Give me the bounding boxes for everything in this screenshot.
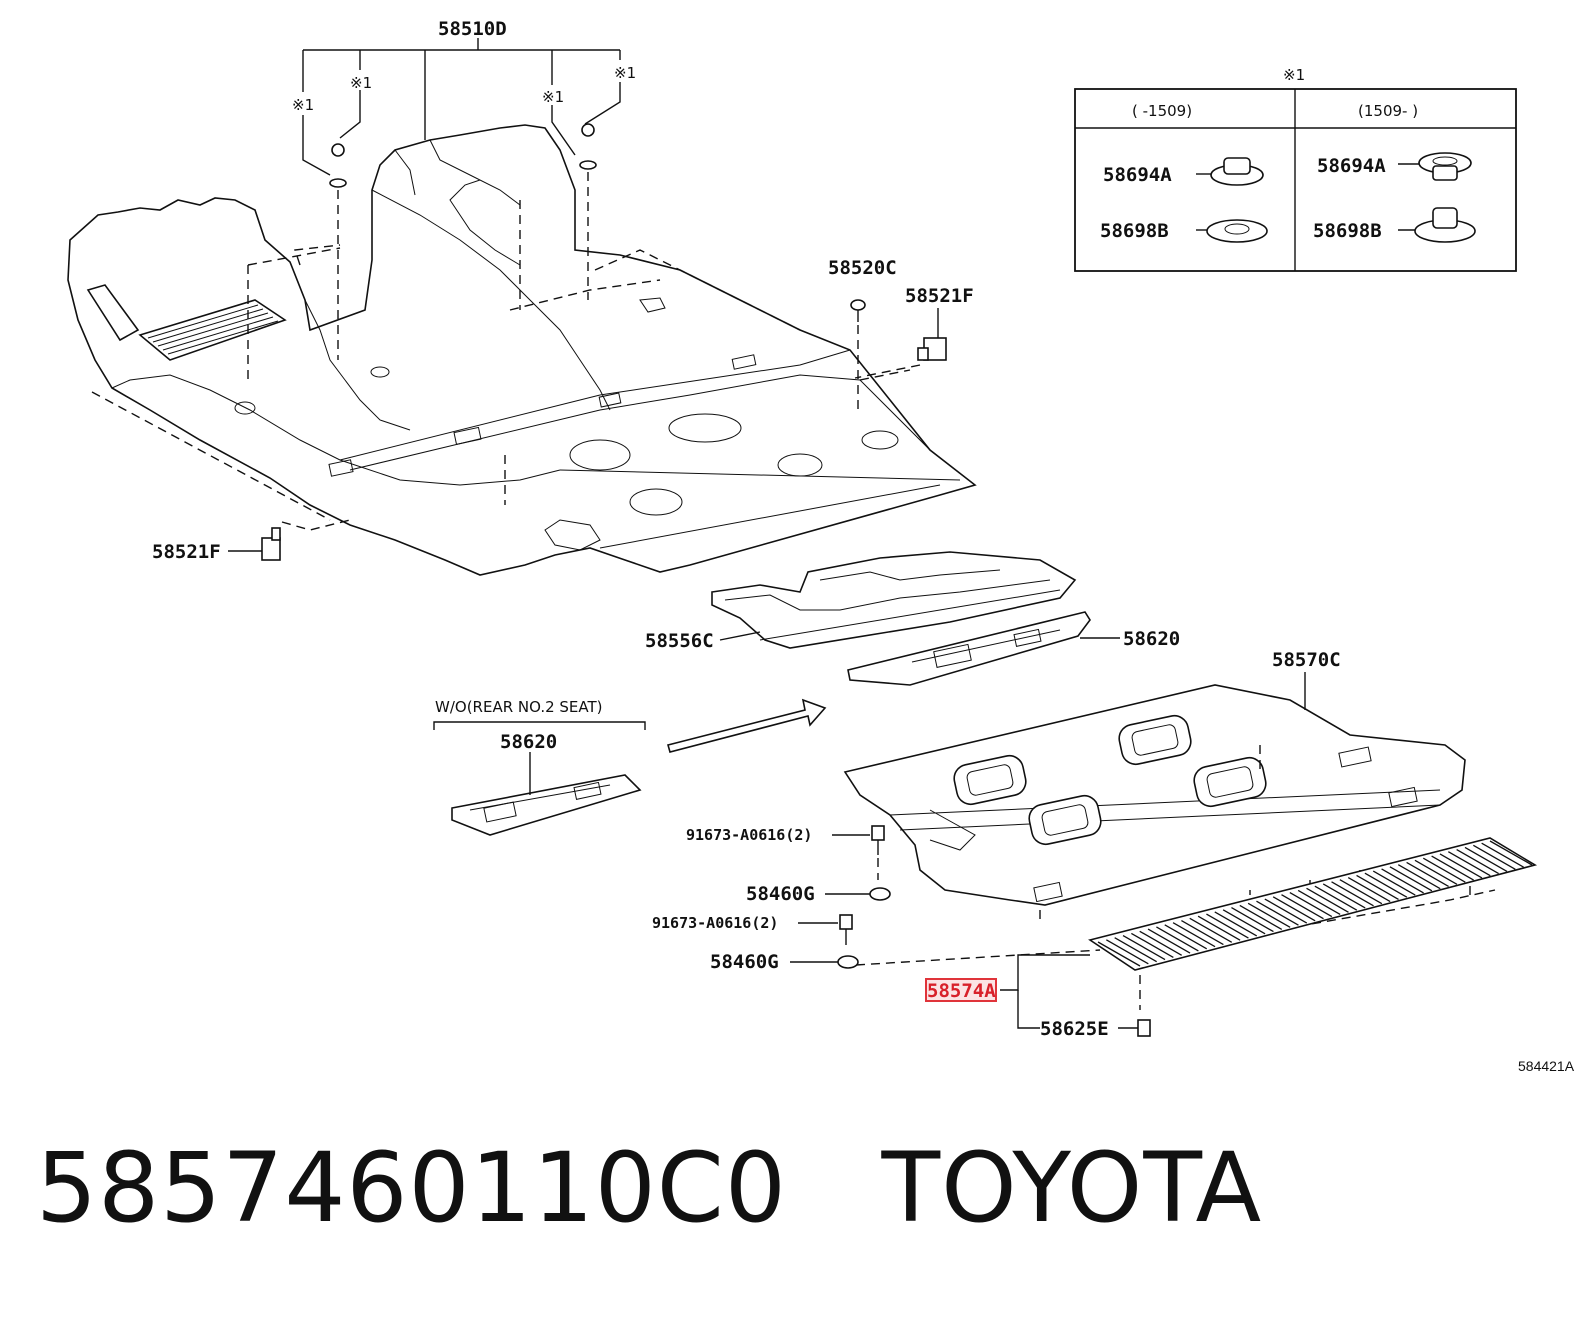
- 58556C-part-illustration: [711, 551, 1077, 649]
- step-plate-rib: [1489, 840, 1533, 866]
- step-plate-rib: [1197, 915, 1241, 941]
- label-58556C: 58556C: [645, 630, 714, 652]
- step-plate-rib: [1456, 849, 1499, 875]
- step-plate-rib: [1272, 896, 1316, 922]
- step-plate-rib: [1314, 885, 1358, 911]
- step-plate-rib: [1356, 874, 1399, 900]
- 58620-lower-part-illustration: [451, 752, 642, 836]
- label-58570C: 58570C: [1272, 649, 1341, 671]
- carpet-clip-icons: [247, 123, 597, 385]
- step-plate-rib: [1331, 881, 1374, 907]
- step-plate-rib: [1289, 892, 1333, 918]
- 58510D-leader-lines: [302, 38, 621, 176]
- step-plate-rib: [1322, 883, 1366, 909]
- step-plate-rib: [1256, 900, 1299, 926]
- fastener-icons: [790, 825, 1151, 1037]
- table-58694A-left: 58694A: [1103, 164, 1172, 186]
- label-58460G-upper: 58460G: [746, 883, 815, 905]
- direction-arrow: [667, 698, 827, 753]
- step-plate-rib: [1389, 866, 1433, 892]
- 58570C-part-illustration: [843, 672, 1466, 906]
- note-marker-3: ※1: [542, 88, 564, 106]
- step-plate-rib: [1206, 913, 1249, 939]
- step-plate-rib: [1381, 868, 1424, 894]
- label-58620-upper: 58620: [1123, 628, 1180, 650]
- table-header-left: ( -1509): [1132, 102, 1192, 120]
- step-plate-rib: [1481, 842, 1524, 868]
- step-plate-rib: [1156, 926, 1199, 952]
- step-plate-rib: [1264, 898, 1308, 924]
- label-58574A[interactable]: 58574A: [927, 980, 996, 1002]
- step-plate-rib: [1364, 872, 1408, 898]
- label-58625E: 58625E: [1040, 1018, 1109, 1040]
- parts-diagram: 58510D ※1 ※1 ※1 ※1 58520C 58521F 58521F …: [67, 18, 1538, 1040]
- step-plate-rib: [1372, 870, 1416, 896]
- 58520C-pin-icon: [850, 299, 866, 410]
- step-plate-rib: [1181, 919, 1224, 946]
- table-58698B-left: 58698B: [1100, 220, 1169, 242]
- note-marker-1: ※1: [292, 96, 314, 114]
- label-91673-upper: 91673-A0616(2): [686, 826, 812, 844]
- highlight-box: [925, 978, 997, 1002]
- step-plate-rib: [1306, 887, 1349, 913]
- step-plate-rib: [1406, 861, 1449, 888]
- 58620-upper-part-illustration: [847, 611, 1120, 686]
- floor-carpet-illustration: [67, 124, 977, 576]
- label-58460G-lower: 58460G: [710, 951, 779, 973]
- footer-part-number: 5857460110C0: [36, 1132, 787, 1244]
- label-58520C: 58520C: [828, 257, 897, 279]
- footer-brand: TOYOTA: [881, 1132, 1263, 1244]
- label-91673-lower: 91673-A0616(2): [652, 914, 778, 932]
- step-plate-rib: [1172, 922, 1216, 948]
- step-plate-rib: [1472, 844, 1516, 870]
- fastener-variant-table: [1074, 88, 1517, 272]
- step-plate-rib: [1147, 928, 1191, 954]
- 58521F-right-clip-icon: [854, 308, 947, 379]
- wo-rear-seat-bracket: [433, 721, 646, 730]
- 58574A-part-illustration: [1088, 837, 1538, 971]
- 58521F-left-clip-icon: [228, 527, 281, 561]
- step-plate-rib: [1097, 941, 1141, 967]
- step-plate-rib: [1222, 909, 1266, 935]
- note-marker-4: ※1: [614, 64, 636, 82]
- step-plate-rib: [1347, 876, 1391, 903]
- table-note-marker: ※1: [1283, 66, 1305, 84]
- step-plate-rib: [1231, 907, 1274, 933]
- step-plate-rib: [1281, 894, 1324, 920]
- step-plate-rib: [1431, 855, 1474, 881]
- table-header-right: (1509- ): [1358, 102, 1418, 120]
- step-plate-rib: [1239, 904, 1283, 931]
- table-58698B-right: 58698B: [1313, 220, 1382, 242]
- label-wo-rear-seat: W/O(REAR NO.2 SEAT): [435, 698, 603, 716]
- footer-caption: 5857460110C0 TOYOTA: [36, 1140, 1262, 1236]
- label-58620-lower: 58620: [500, 731, 557, 753]
- step-plate-rib: [1247, 902, 1291, 928]
- step-plate-rib: [1114, 937, 1158, 963]
- step-plate-rib: [1439, 853, 1483, 879]
- step-plate-rib: [1122, 934, 1166, 961]
- step-plate-rib: [1422, 857, 1466, 883]
- step-plate-rib: [1464, 846, 1508, 873]
- label-58521F-right: 58521F: [905, 285, 974, 307]
- figure-code: 584421A: [1518, 1058, 1575, 1074]
- step-plate-rib: [1339, 879, 1383, 905]
- label-58521F-left: 58521F: [152, 541, 221, 563]
- label-58510D: 58510D: [438, 18, 507, 40]
- step-plate-rib: [1164, 924, 1208, 950]
- step-plate-rib: [1297, 889, 1341, 915]
- step-plate-rib: [1139, 930, 1183, 956]
- step-plate-rib: [1397, 864, 1441, 890]
- step-plate-rib: [1447, 851, 1491, 877]
- step-plate-rib: [1106, 939, 1149, 965]
- step-plate-rib: [1131, 932, 1174, 958]
- step-plate-rib: [1214, 911, 1258, 937]
- table-58694A-right: 58694A: [1317, 155, 1386, 177]
- step-plate-rib: [1414, 859, 1458, 885]
- note-marker-2: ※1: [350, 74, 372, 92]
- step-plate-rib: [1189, 917, 1233, 943]
